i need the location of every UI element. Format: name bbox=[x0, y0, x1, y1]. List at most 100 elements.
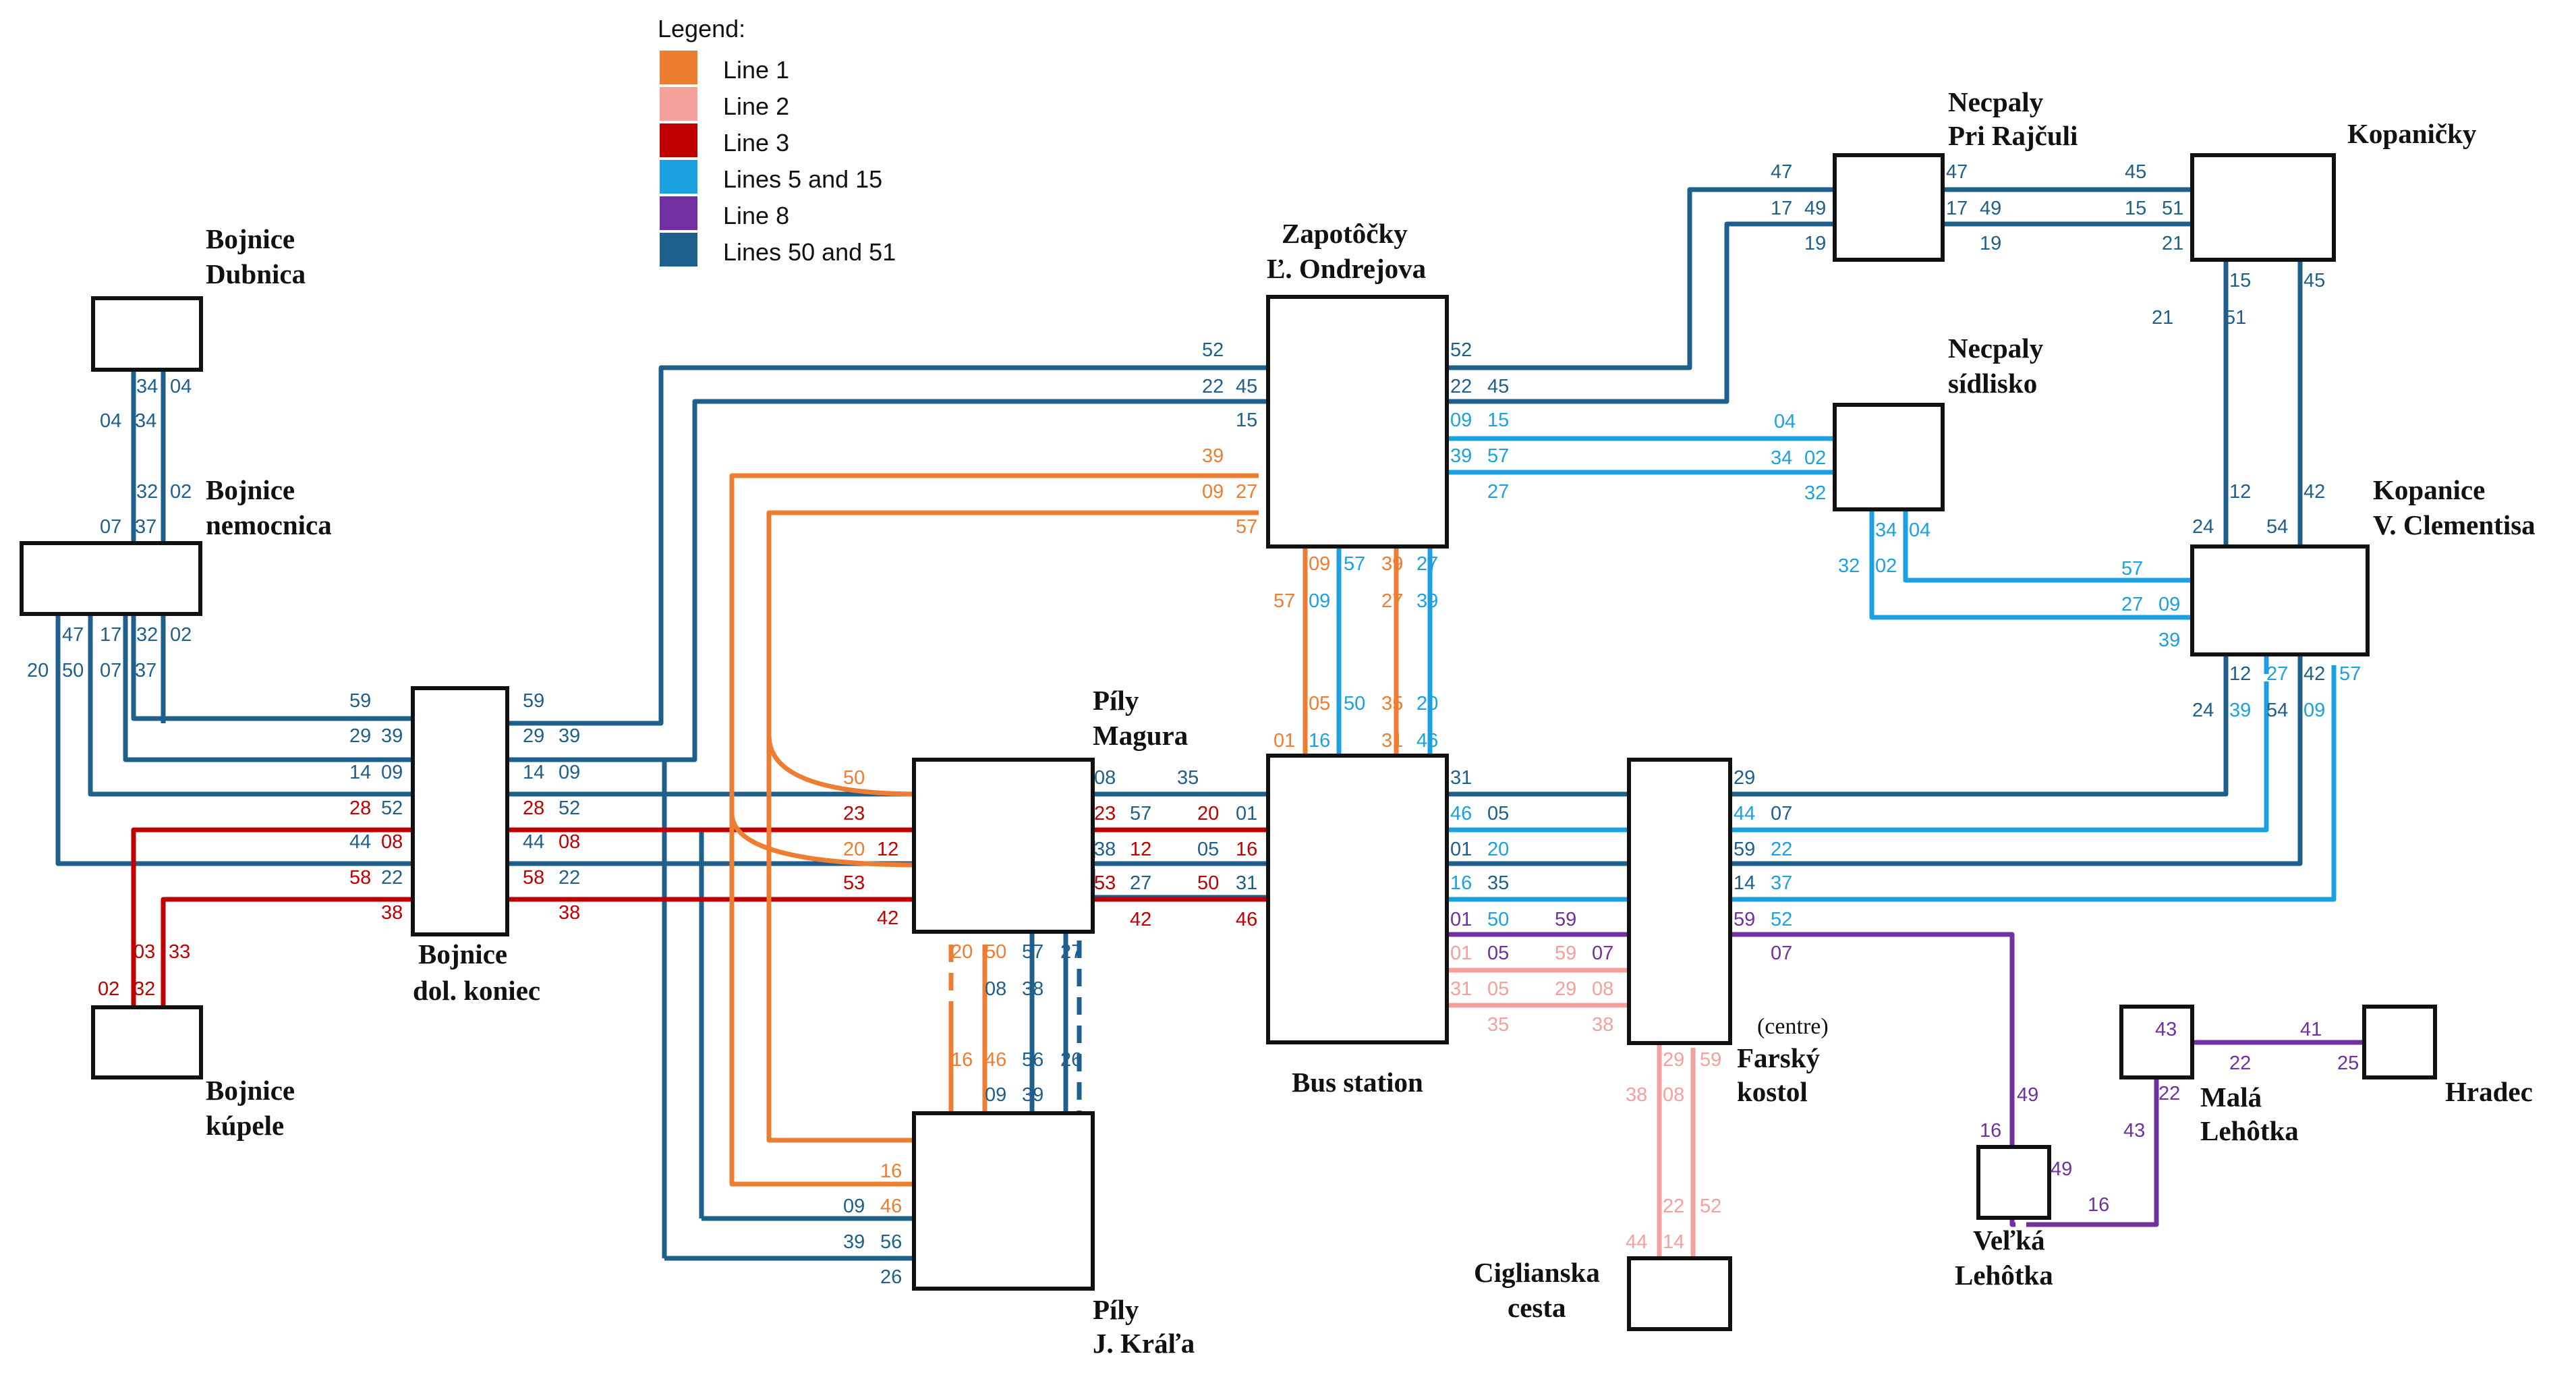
departure-minute-label: 20 bbox=[843, 839, 865, 860]
departure-minute-label: 47 bbox=[1946, 161, 1968, 183]
departure-minute-label: 19 bbox=[1804, 233, 1826, 254]
departure-minute-label: 59 bbox=[1555, 909, 1576, 930]
route-line-3 bbox=[1093, 827, 1268, 902]
stop-name-pily-magura-1: Píly bbox=[1093, 685, 1139, 716]
stop-box-hradec[interactable] bbox=[2362, 1005, 2437, 1079]
departure-minute-label: 44 bbox=[349, 831, 371, 853]
departure-minute-label: 38 bbox=[381, 902, 403, 924]
departure-minute-label: 59 bbox=[1734, 839, 1755, 860]
departure-minute-label: 38 bbox=[1094, 839, 1116, 860]
departure-minute-label: 01 bbox=[1273, 730, 1295, 752]
departure-minute-label: 14 bbox=[1734, 872, 1755, 894]
stop-name-necpaly-pri-rajculi-1: Necpaly bbox=[1948, 86, 2044, 117]
stop-box-farsky-kostol[interactable] bbox=[1627, 758, 1732, 1045]
departure-minute-label: 09 bbox=[985, 1084, 1006, 1106]
route-line-1 bbox=[729, 473, 1241, 1187]
route-line-50-51 bbox=[1447, 791, 1629, 866]
stop-box-bojnice-kupele[interactable] bbox=[91, 1005, 203, 1079]
departure-minute-label: 05 bbox=[1487, 978, 1509, 1000]
departure-minute-label: 51 bbox=[2162, 198, 2183, 219]
stop-name-pily-magura-2: Magura bbox=[1093, 720, 1188, 751]
departure-minute-label: 39 bbox=[2158, 629, 2180, 651]
departure-minute-label: 53 bbox=[843, 872, 865, 894]
departure-minute-label: 45 bbox=[2125, 161, 2146, 183]
stop-box-bojnice-dol-koniec[interactable] bbox=[411, 686, 509, 936]
route-line-50-51 bbox=[55, 614, 413, 866]
route-line-50-51 bbox=[1943, 187, 2192, 227]
departure-minute-label: 59 bbox=[523, 690, 544, 712]
stop-name-necpaly-pri-rajculi-2: Pri Rajčuli bbox=[1948, 120, 2078, 151]
route-line-2 bbox=[1447, 967, 1629, 1008]
departure-minute-label: 54 bbox=[2266, 700, 2288, 721]
stop-box-mala-lehotka[interactable] bbox=[2119, 1005, 2194, 1079]
route-line-8 bbox=[2044, 1042, 2159, 1227]
stop-name-farsky-kostol-2: kostol bbox=[1737, 1076, 1808, 1107]
stop-box-ciglianska-cesta[interactable] bbox=[1627, 1256, 1732, 1331]
departure-minute-label: 46 bbox=[880, 1196, 902, 1217]
departure-minute-label: 43 bbox=[2123, 1120, 2145, 1142]
stop-name-pily-j-krala-1: Píly bbox=[1093, 1294, 1139, 1325]
departure-minute-label: 14 bbox=[1663, 1231, 1684, 1253]
departure-minute-label: 05 bbox=[1487, 943, 1509, 964]
departure-minute-label: 58 bbox=[523, 867, 544, 889]
departure-minute-label: 41 bbox=[2300, 1019, 2322, 1040]
legend-title: Legend: bbox=[658, 15, 745, 43]
route-line-5-15 bbox=[1730, 681, 2337, 902]
legend-entry-line-2: Line 2 bbox=[660, 87, 789, 121]
departure-minute-label: 45 bbox=[1236, 376, 1257, 397]
departure-minute-label: 04 bbox=[1909, 520, 1930, 541]
departure-minute-label: 09 bbox=[843, 1196, 865, 1217]
stop-name-kopanicky: Kopaničky bbox=[2347, 118, 2477, 149]
departure-minute-label: 29 bbox=[1734, 767, 1755, 789]
stop-box-velka-lehotka[interactable] bbox=[1976, 1145, 2051, 1220]
stop-box-pily-magura[interactable] bbox=[912, 758, 1095, 934]
departure-minute-label: 28 bbox=[523, 797, 544, 819]
departure-minute-label: 09 bbox=[1309, 590, 1330, 612]
stop-box-bus-station[interactable] bbox=[1266, 754, 1449, 1044]
legend: Legend: Line 1 Line 2 Line 3 Lines 5 and… bbox=[658, 15, 896, 266]
stop-box-necpaly-pri-rajculi[interactable] bbox=[1833, 153, 1945, 262]
departure-minute-label: 16 bbox=[951, 1049, 973, 1071]
stop-name-hradec: Hradec bbox=[2445, 1076, 2533, 1107]
departure-minute-label: 04 bbox=[170, 376, 192, 397]
departure-minute-label: 37 bbox=[1771, 872, 1792, 894]
stop-name-bojnice-kupele-1: Bojnice bbox=[206, 1075, 295, 1106]
departure-minute-label: 22 bbox=[1663, 1196, 1684, 1217]
departure-minute-label: 39 bbox=[1450, 445, 1472, 467]
departure-minute-label: 39 bbox=[559, 725, 580, 747]
departure-minute-label: 22 bbox=[2229, 1053, 2251, 1074]
legend-label-line-8: Line 8 bbox=[723, 202, 789, 229]
departure-minute-label: 59 bbox=[349, 690, 371, 712]
legend-label-lines-50-51: Lines 50 and 51 bbox=[723, 238, 896, 266]
stop-box-pily-j-krala[interactable] bbox=[912, 1111, 1095, 1291]
departure-minute-label: 59 bbox=[1734, 909, 1755, 930]
stop-name-bojnice-dol-koniec-1: Bojnice bbox=[418, 938, 507, 970]
departure-minute-label: 49 bbox=[1980, 198, 2001, 219]
departure-minute-label: 58 bbox=[349, 867, 371, 889]
departure-minute-label: 47 bbox=[62, 624, 84, 646]
stop-box-zapotocky[interactable] bbox=[1266, 295, 1449, 549]
departure-minute-label: 27 bbox=[2121, 594, 2143, 615]
stop-name-velka-lehotka-1: Veľká bbox=[1973, 1225, 2045, 1256]
stop-box-kopanice[interactable] bbox=[2190, 544, 2370, 656]
departure-minute-label: 38 bbox=[1022, 978, 1043, 1000]
stop-box-bojnice-dubnica[interactable] bbox=[91, 296, 203, 372]
stop-name-necpaly-sidlisko-2: sídlisko bbox=[1948, 368, 2037, 399]
departure-minute-label: 51 bbox=[2225, 307, 2246, 329]
departure-minute-label: 52 bbox=[1202, 339, 1224, 361]
stop-note-centre: (centre) bbox=[1757, 1014, 1829, 1039]
departure-minute-label: 24 bbox=[2192, 700, 2214, 721]
departure-minute-label: 22 bbox=[1450, 376, 1472, 397]
departure-minute-label: 46 bbox=[1416, 730, 1438, 752]
departure-minute-label: 44 bbox=[1734, 803, 1755, 824]
legend-entry-line-3: Line 3 bbox=[660, 123, 789, 157]
stop-box-necpaly-sidlisko[interactable] bbox=[1833, 403, 1945, 511]
departure-minute-label: 02 bbox=[170, 624, 192, 646]
stop-name-bojnice-kupele-2: kúpele bbox=[206, 1110, 284, 1141]
departure-minute-label: 34 bbox=[136, 376, 158, 397]
departure-minute-label: 39 bbox=[1202, 445, 1224, 467]
legend-swatch-line-2 bbox=[660, 87, 697, 121]
stop-box-bojnice-nemocnica[interactable] bbox=[20, 541, 202, 616]
departure-minute-label: 46 bbox=[985, 1049, 1006, 1071]
stop-box-kopanicky[interactable] bbox=[2190, 153, 2336, 262]
